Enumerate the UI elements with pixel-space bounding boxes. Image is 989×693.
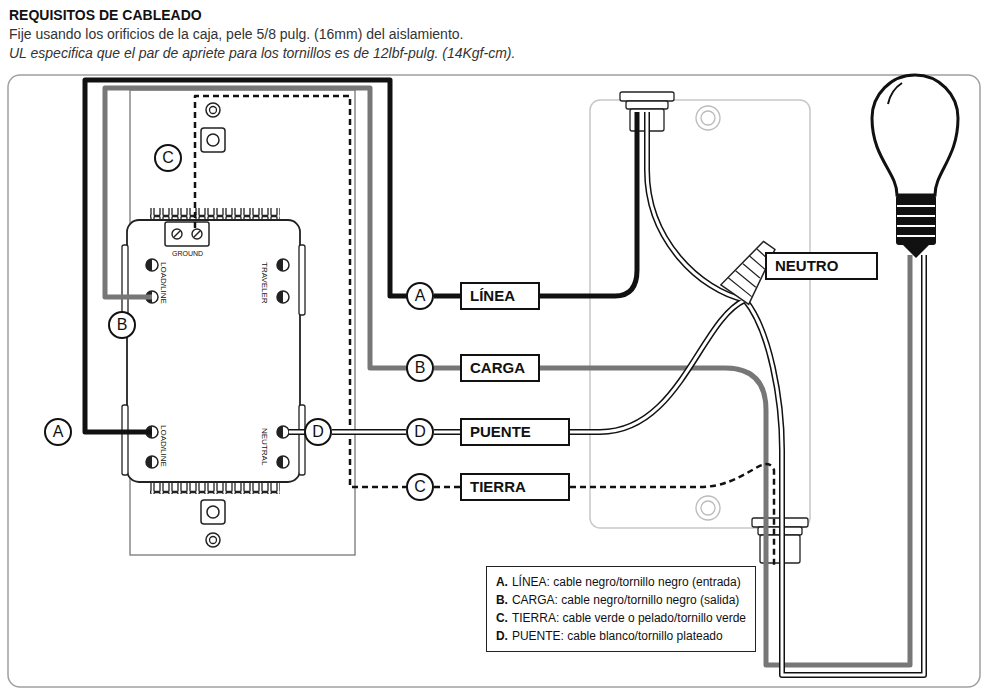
callout-letter: B [108,311,136,339]
wire-outline [434,429,460,435]
callout-text: C [414,478,426,495]
wires [85,80,924,675]
instruction-text: Fije usando los orificios de la caja, pe… [9,26,463,42]
terminal-label: TRAVELER [259,262,269,304]
terminal-label: LOAD/LINE [158,262,168,304]
terminal-label: NEUTRAL [259,428,269,465]
callout-letter: D [406,418,434,446]
frame [8,75,980,687]
callout-letter: A [406,282,434,310]
light-bulb [872,75,958,258]
callout-letter: C [154,144,182,172]
note-text: TIERRA: cable verde o pelado/tornillo ve… [512,611,746,625]
torque-note: UL especifica que el par de apriete para… [9,45,515,61]
heading-title: REQUISITOS DE CABLEADO [9,7,202,23]
note-line: B. CARGA: cable negro/tornillo negro (sal… [496,591,746,609]
note-key: B. [496,593,508,607]
wire [434,294,460,299]
callout-text: C [162,149,174,166]
callout-text: B [117,316,128,333]
wire-label-box: TIERRA [460,473,570,501]
note-key: D. [496,629,508,643]
callout-letter: D [304,418,332,446]
terminal-label: LOAD/LINE [158,425,168,467]
note-line: C. TIERRA: cable verde o pelado/tornillo … [496,609,746,627]
note-text: LÍNEA: cable negro/tornillo negro (entra… [512,575,741,589]
wire-edge [434,487,460,488]
note-box: A. LÍNEA: cable negro/tornillo negro (ent… [486,566,756,652]
wire-edge [434,296,460,297]
switch-device [122,90,355,555]
wire-label: NEUTRO [775,257,838,274]
wire-label: LÍNEA [470,287,515,304]
wire-label-box: CARGA [460,354,540,382]
wire-core [434,431,460,434]
wire-edge [434,432,460,433]
note-key: A. [496,575,508,589]
terminal-label: GROUND [172,250,203,258]
callout-text: D [312,423,324,440]
junction-box [590,100,810,528]
note-line: D. PUENTE: cable blanco/tornillo plateado [496,627,746,645]
callout-text: B [415,359,426,376]
wire-core [332,431,406,434]
wire-edge [434,368,460,369]
wire [434,366,460,371]
note-line: A. LÍNEA: cable negro/tornillo negro (ent… [496,573,746,591]
wire-label: PUENTE [470,423,531,440]
note-text: CARGA: cable negro/tornillo negro (salid… [512,593,739,607]
callout-letter: B [406,354,434,382]
callout-letter: A [44,418,72,446]
wire-label: CARGA [470,359,525,376]
callout-letter: C [406,473,434,501]
callout-text: D [414,423,426,440]
wire-label-box: PUENTE [460,418,570,446]
wire-label-box: NEUTRO [765,252,878,280]
callout-text: A [53,423,64,440]
callout-text: A [415,287,426,304]
wire-label: TIERRA [470,478,526,495]
wire-outline [332,429,406,435]
wire-label-box: LÍNEA [460,282,540,310]
ground-wire [434,486,460,489]
note-text: PUENTE: cable blanco/tornillo plateado [512,629,723,643]
wire-edge [332,432,406,433]
note-key: C. [496,611,508,625]
